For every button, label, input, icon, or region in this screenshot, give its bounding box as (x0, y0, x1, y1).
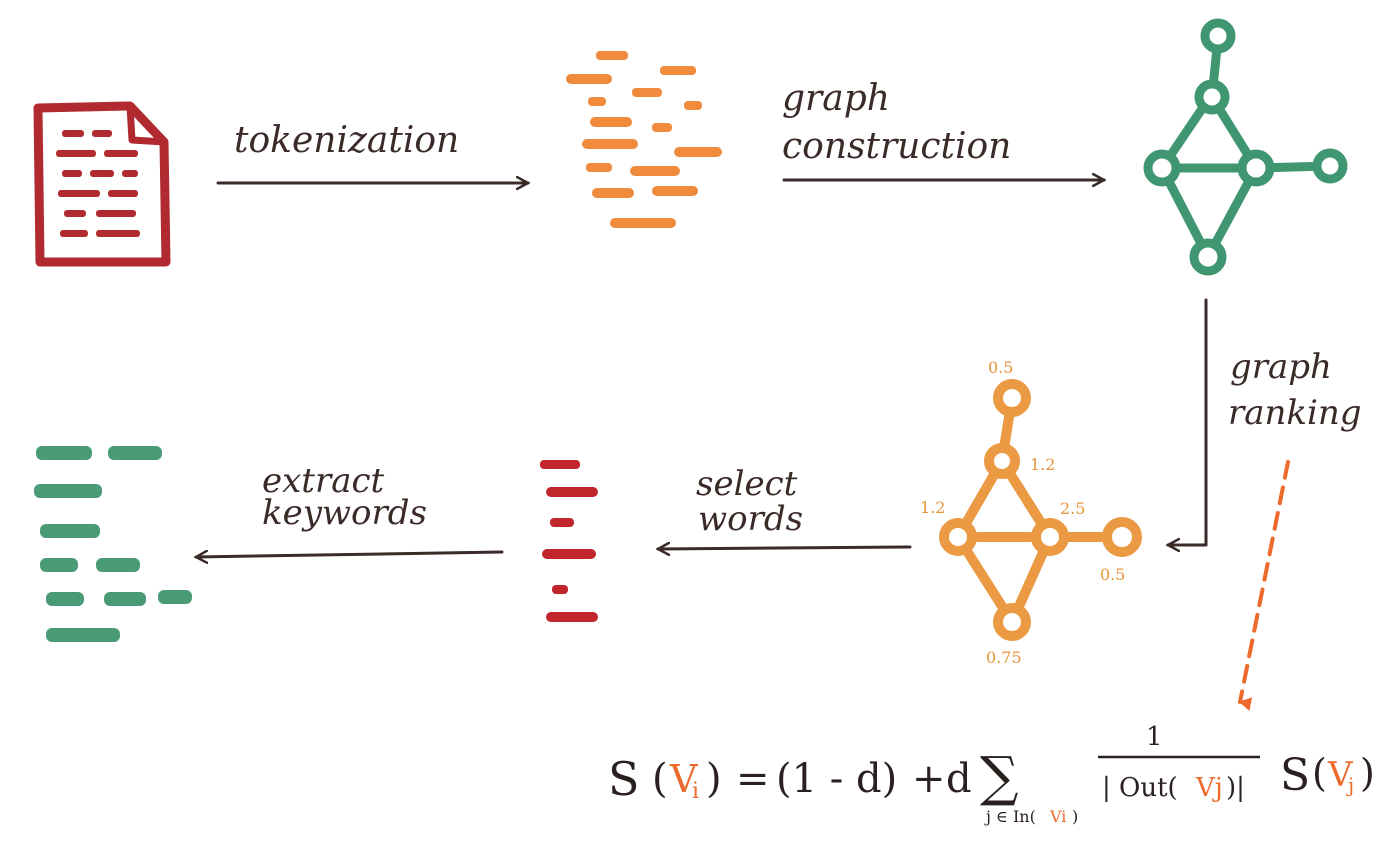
formula-sum-close: ) (1072, 807, 1078, 826)
extract-keywords-label-line2: keywords (262, 493, 427, 533)
textrank-formula: S ( V i ) = (1 - d) + d ∑ j ∈ In( Vi ) 1… (608, 722, 1375, 826)
formula-sum-index: j ∈ In( (984, 807, 1036, 826)
formula-denominator-prefix: | Out( (1102, 773, 1178, 803)
formula-lhs-open: ( (652, 756, 668, 802)
graph-ranking-label-line2: ranking (1228, 393, 1362, 433)
formula-rhs-close: ) (1360, 751, 1375, 795)
document-icon (33, 101, 171, 267)
formula-denominator-vj: Vj (1195, 773, 1223, 803)
formula-pointer-arrow (1238, 460, 1290, 712)
select-words-label-line1: select (696, 464, 798, 504)
tokens-icon (566, 51, 722, 228)
formula-sigma: ∑ (980, 745, 1019, 808)
formula-one-minus-d: (1 - d) (776, 756, 897, 802)
formula-vi-sub: i (692, 779, 699, 804)
graph-ranking-arrow (1168, 298, 1208, 545)
word-graph-icon (1143, 18, 1348, 276)
extract-keywords-label-line1: extract (262, 461, 385, 501)
formula-equals: = (736, 756, 770, 802)
keywords-icon (34, 446, 192, 642)
formula-d: d (946, 756, 972, 802)
node-score-bottom: 0.75 (986, 648, 1022, 667)
formula-rhs-s: S (1280, 750, 1310, 801)
formula-vi: V (669, 757, 698, 801)
node-score-left: 1.2 (920, 498, 945, 517)
node-score-right: 2.5 (1060, 499, 1085, 518)
ranked-graph-icon (939, 379, 1142, 641)
formula-numerator: 1 (1146, 722, 1163, 752)
node-score-top: 0.5 (988, 358, 1013, 377)
graph-ranking-label-line1: graph (1230, 347, 1332, 387)
node-score-far-right: 0.5 (1100, 565, 1125, 584)
graph-construction-label-line1: graph (782, 78, 890, 119)
graph-construction-label-line2: construction (782, 126, 1011, 167)
formula-plus: + (912, 756, 946, 802)
formula-vj: V (1327, 755, 1354, 795)
select-words-arrow (658, 547, 912, 549)
formula-lhs-s: S (608, 752, 640, 806)
selected-words-icon (540, 460, 598, 622)
tokenization-label: tokenization (234, 120, 459, 161)
node-score-upper: 1.2 (1030, 455, 1055, 474)
formula-lhs-close: ) (706, 756, 722, 802)
formula-sum-vi: Vi (1049, 807, 1066, 826)
extract-keywords-arrow (196, 552, 504, 557)
formula-rhs-open: ( (1312, 751, 1327, 795)
formula-denominator-suffix: )| (1226, 773, 1245, 803)
select-words-label-line2: words (698, 499, 803, 539)
formula-vj-sub: j (1346, 773, 1354, 797)
